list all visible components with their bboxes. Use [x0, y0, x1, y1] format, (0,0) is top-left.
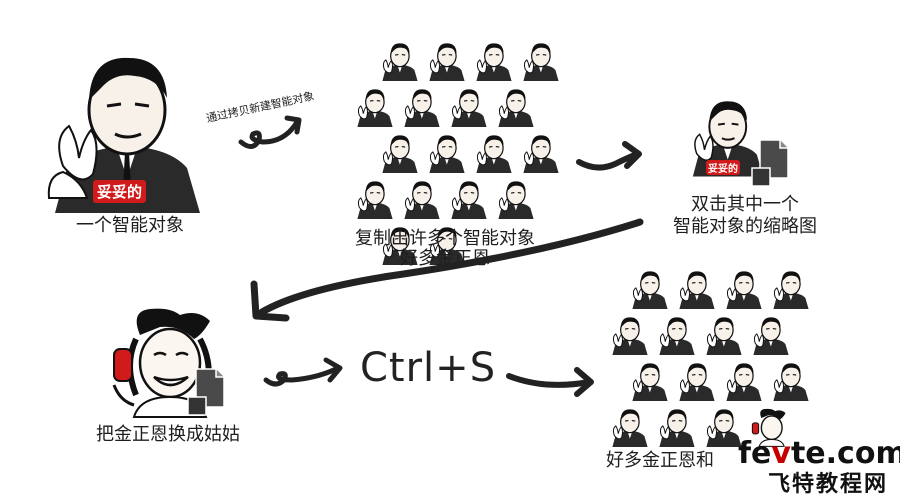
thumbnail-figure: 妥妥的: [688, 94, 798, 189]
kim-figure-icon: [402, 178, 442, 224]
kim-figure-icon: [427, 132, 467, 178]
curved-arrow-icon: [263, 357, 343, 387]
kim-figure-icon: [355, 86, 395, 132]
kim-figure-icon: [630, 268, 670, 314]
kim-figure-icon: [724, 268, 764, 314]
kim-figure-icon: [677, 268, 717, 314]
watermark-accent: v: [771, 436, 791, 471]
copies-grid: [345, 40, 561, 265]
kim-figure-icon: [449, 178, 489, 224]
kim-figure-icon: [521, 40, 561, 86]
kim-figure-icon: [521, 132, 561, 178]
result-grid: [612, 268, 835, 448]
kim-figure-icon: [751, 314, 791, 360]
badge-label: 妥妥的: [706, 160, 740, 175]
kim-figure-icon: [771, 268, 811, 314]
kim-figure-icon: [449, 86, 489, 132]
curved-arrow-icon: [506, 367, 594, 397]
kim-figure-icon: [496, 86, 536, 132]
kim-figure-icon: [771, 360, 811, 406]
double-click-label-2: 智能对象的缩略图: [673, 216, 817, 237]
curved-arrow-icon: [576, 141, 642, 171]
kim-figure-icon: [704, 314, 744, 360]
replace-label: 把金正恩换成姑姑: [96, 424, 240, 445]
watermark-brand-cn: 飞特教程网: [768, 472, 889, 497]
kim-figure-icon: [657, 314, 697, 360]
kim-figure-icon: [704, 406, 744, 452]
kim-figure-icon: [657, 406, 697, 452]
watermark-prefix: fe: [738, 436, 772, 471]
step-one-figure: 妥妥的: [45, 48, 210, 213]
smart-object-doc-icon: [751, 139, 789, 187]
kim-figure-icon: [47, 57, 200, 213]
watermark-suffix: te.com: [790, 436, 900, 471]
replaced-figure: [110, 305, 230, 418]
kim-figure-icon: [474, 132, 514, 178]
woman-figure-icon: [751, 406, 789, 452]
curved-arrow-icon: [250, 218, 644, 322]
double-click-label-1: 双击其中一个: [691, 194, 799, 215]
kim-figure-icon: [402, 86, 442, 132]
kim-figure-icon: [724, 360, 764, 406]
kim-figure-icon: [355, 178, 395, 224]
kim-figure-icon: [630, 360, 670, 406]
kim-figure-icon: [427, 40, 467, 86]
curved-arrow-icon: [238, 115, 302, 149]
woman-figure-icon: [112, 308, 212, 418]
kim-figure-icon: [380, 40, 420, 86]
kim-figure-icon: [610, 314, 650, 360]
kim-figure-icon: [610, 406, 650, 452]
kim-figure-icon: [496, 178, 536, 224]
kim-figure-icon: [427, 224, 467, 270]
kim-figure-icon: [474, 40, 514, 86]
copy-many-label: 复制出许多个智能对象: [355, 228, 535, 249]
smart-object-doc-icon: [187, 368, 225, 416]
shortcut-label: Ctrl+S: [360, 345, 497, 391]
kim-figure-icon: [380, 132, 420, 178]
watermark-brand: fevte.com: [738, 436, 900, 471]
kim-figure-icon: [380, 224, 420, 270]
result-label: 好多金正恩和: [606, 450, 714, 471]
badge-label: 妥妥的: [93, 180, 147, 203]
step-one-label: 一个智能对象: [76, 215, 184, 236]
kim-figure-icon: [677, 360, 717, 406]
